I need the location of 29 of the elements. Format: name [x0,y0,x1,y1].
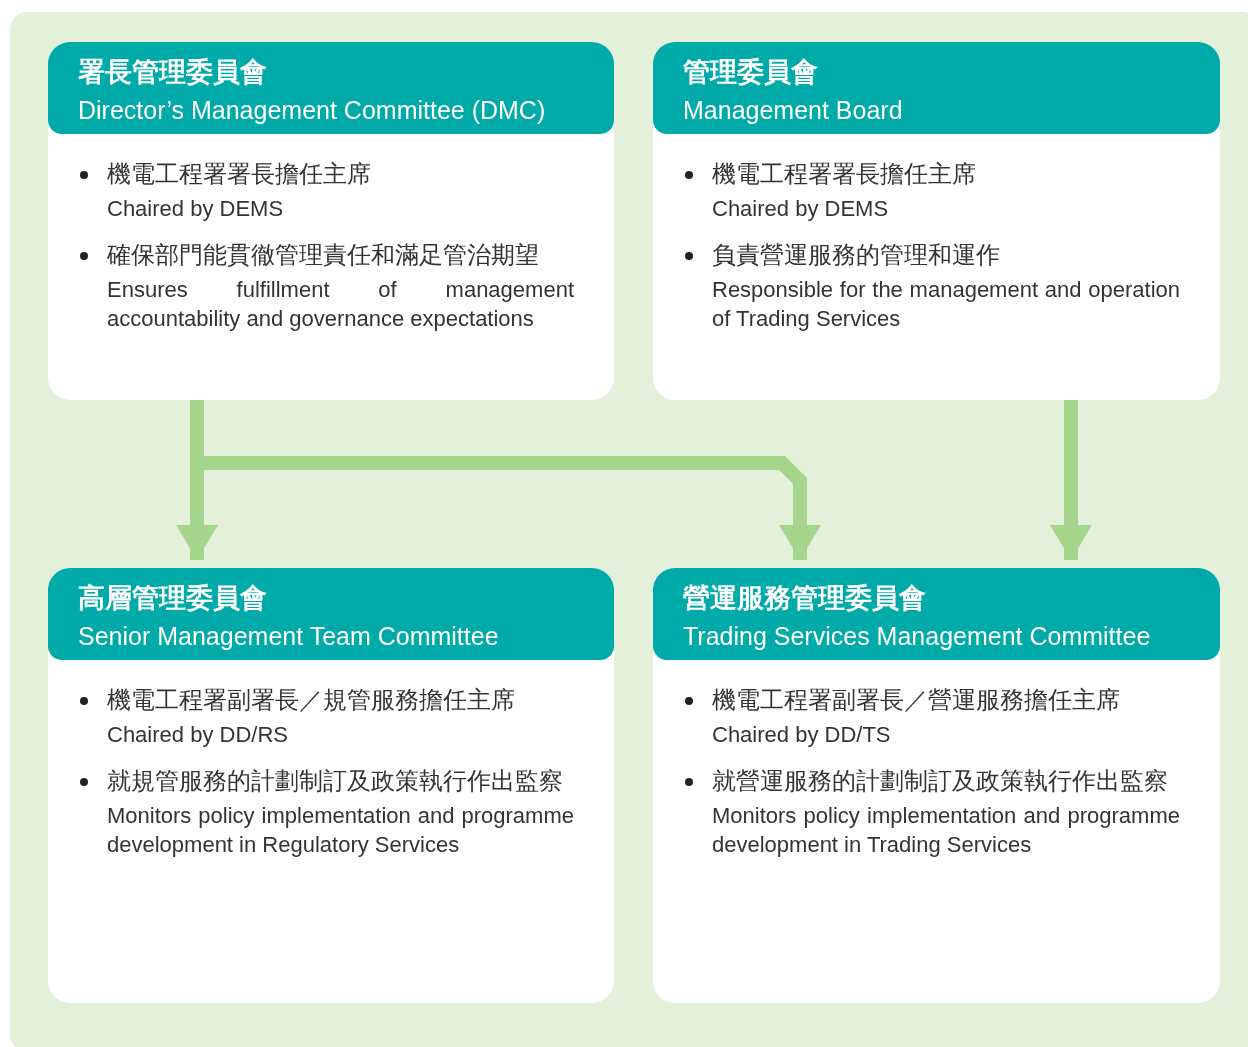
arrow [1050,400,1092,560]
bullet-text: 確保部門能貫徹管理責任和滿足管治期望 [107,240,540,270]
committee-card [653,42,1220,400]
bullet-text: 機電工程署署長擔任主席 [107,159,372,189]
heading-text: 管理委員會 [683,56,819,89]
bullet-text: Chaired by DEMS [712,195,890,223]
bullet-text: 機電工程署副署長／規管服務擔任主席 [107,685,516,715]
bullet-text: 機電工程署副署長／營運服務擔任主席 [712,685,1121,715]
bullet-text: Responsible for the management and operation of Trading Services [712,276,1180,333]
heading-text: 署長管理委員會 [78,56,268,89]
heading-text: 營運服務管理委員會 [683,582,927,615]
bullet-text: Ensures fulfillment of management accountability and governance expectations [107,276,574,333]
committee-card [48,42,614,400]
heading-subtitle: Trading Services Management Committee [683,621,1152,652]
heading-subtitle: Management Board [683,95,904,126]
bullet-text: 負責營運服務的管理和運作 [712,240,1001,270]
bullet-text: Monitors policy implementation and programme development in Regulatory Services [107,802,574,859]
bullet-text: 就營運服務的計劃制訂及政策執行作出監察 [712,766,1169,796]
heading-subtitle: Senior Management Team Committee [78,621,500,652]
heading-text: 高層管理委員會 [78,582,268,615]
bullet-text: Chaired by DEMS [107,195,285,223]
bullet-text: Chaired by DD/TS [712,721,892,749]
committee-card [48,568,614,1003]
committee-card [653,568,1220,1003]
bullet-text: 就規管服務的計劃制訂及政策執行作出監察 [107,766,564,796]
bullet-text: 機電工程署署長擔任主席 [712,159,977,189]
bullet-text: Monitors policy implementation and programme development in Trading Services [712,802,1180,859]
bullet-text: Chaired by DD/RS [107,721,289,749]
heading-subtitle: Director’s Management Committee (DMC) [78,95,547,126]
